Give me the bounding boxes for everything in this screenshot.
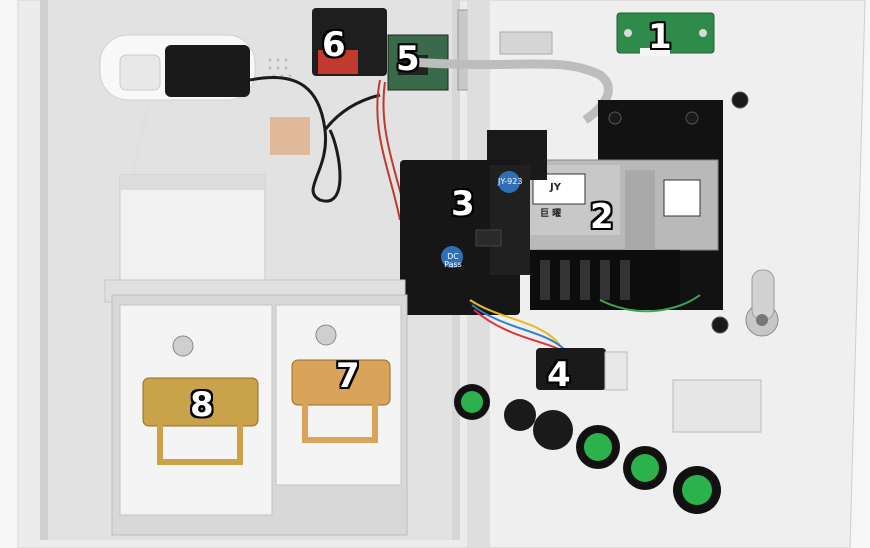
printer-logo-text: JY <box>550 182 561 193</box>
relay-switch <box>536 348 628 391</box>
door-lock <box>745 269 779 337</box>
power-strip <box>99 34 256 101</box>
pcb-module <box>616 12 715 56</box>
green-buttons <box>454 384 721 514</box>
reflective-sticker <box>270 117 310 155</box>
callout-2: 2 <box>590 197 614 237</box>
dc-sticker-text: DC Pass <box>444 252 462 269</box>
bill-validator <box>400 130 547 315</box>
printer-chinese-text: 巨 曜 <box>540 209 562 219</box>
callout-5: 5 <box>396 39 420 79</box>
callout-1: 1 <box>648 17 672 57</box>
metal-plate <box>499 31 553 55</box>
callout-4: 4 <box>547 355 571 395</box>
callout-3: 3 <box>451 184 475 224</box>
printer-unit <box>519 91 749 334</box>
black-cables <box>249 75 381 203</box>
door-bracket <box>672 379 762 433</box>
callout-6: 6 <box>322 25 346 65</box>
callout-7: 7 <box>336 356 360 396</box>
cash-drawers <box>111 294 408 536</box>
power-supply-unit <box>312 8 387 76</box>
callout-8: 8 <box>190 385 214 425</box>
validator-badge-text: JY-923 <box>498 177 523 186</box>
